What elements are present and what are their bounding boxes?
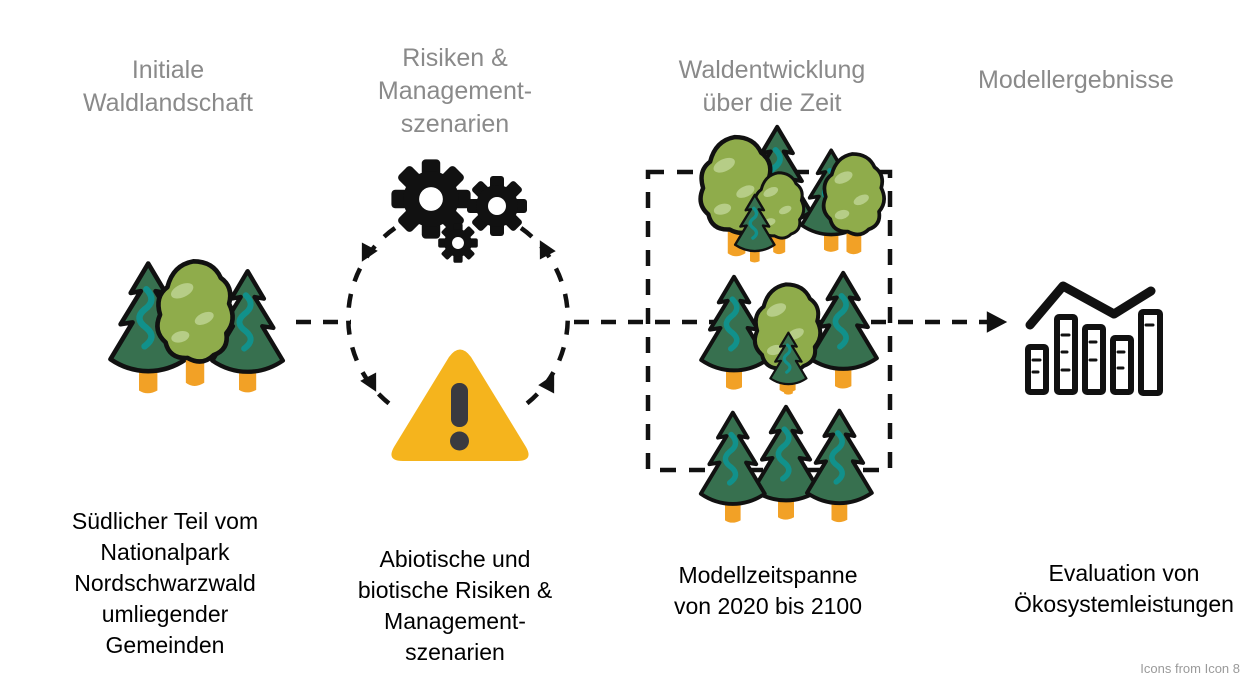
caption-forest-development: Modellzeitspanne von 2020 bis 2100 <box>674 562 862 619</box>
chart-bar <box>1025 344 1049 395</box>
icons-credit: Icons from Icon 8 <box>1140 661 1240 676</box>
column-header-risks-management: Risiken & Management- szenarien <box>377 44 533 138</box>
cycle-left-arc <box>346 226 397 410</box>
conifer-tree-icon <box>701 413 765 523</box>
forest-development-stages-icon <box>701 127 886 523</box>
caption-model-results: Evaluation von Ökosystemleistungen <box>1014 560 1234 617</box>
gears-icon <box>391 159 527 263</box>
conifer-tree-icon <box>753 407 819 520</box>
warning-triangle-icon <box>391 349 529 461</box>
gear-small-icon <box>438 223 478 263</box>
gear-medium-icon <box>467 176 527 236</box>
forest-stage-2-icon <box>701 273 877 397</box>
cycle-arrowhead-icon <box>531 236 556 260</box>
chart-bar <box>1054 314 1078 395</box>
chart-bar <box>1110 335 1134 395</box>
column-header-initial-forest: Initiale Waldlandschaft <box>83 56 253 117</box>
chart-trend-line <box>1025 281 1156 330</box>
forest-stage-1-icon <box>701 127 886 265</box>
column-header-forest-development: Waldentwicklung über die Zeit <box>678 56 866 117</box>
forest-three-trees-icon <box>110 261 282 393</box>
caption-initial-forest: Südlicher Teil vom Nationalpark Nordschw… <box>71 508 259 658</box>
forest-stage-3-icon <box>701 407 872 523</box>
caption-risks-management: Abiotische und biotische Risiken & Manag… <box>357 546 553 665</box>
bar-chart-icon <box>1025 281 1163 396</box>
conifer-tree-icon <box>807 411 872 522</box>
chart-bar-sketch-marks <box>1031 323 1155 374</box>
column-header-model-results: Modellergebnisse <box>978 66 1174 94</box>
flow-arrowhead-icon <box>986 311 1008 333</box>
chart-bar <box>1138 309 1163 396</box>
